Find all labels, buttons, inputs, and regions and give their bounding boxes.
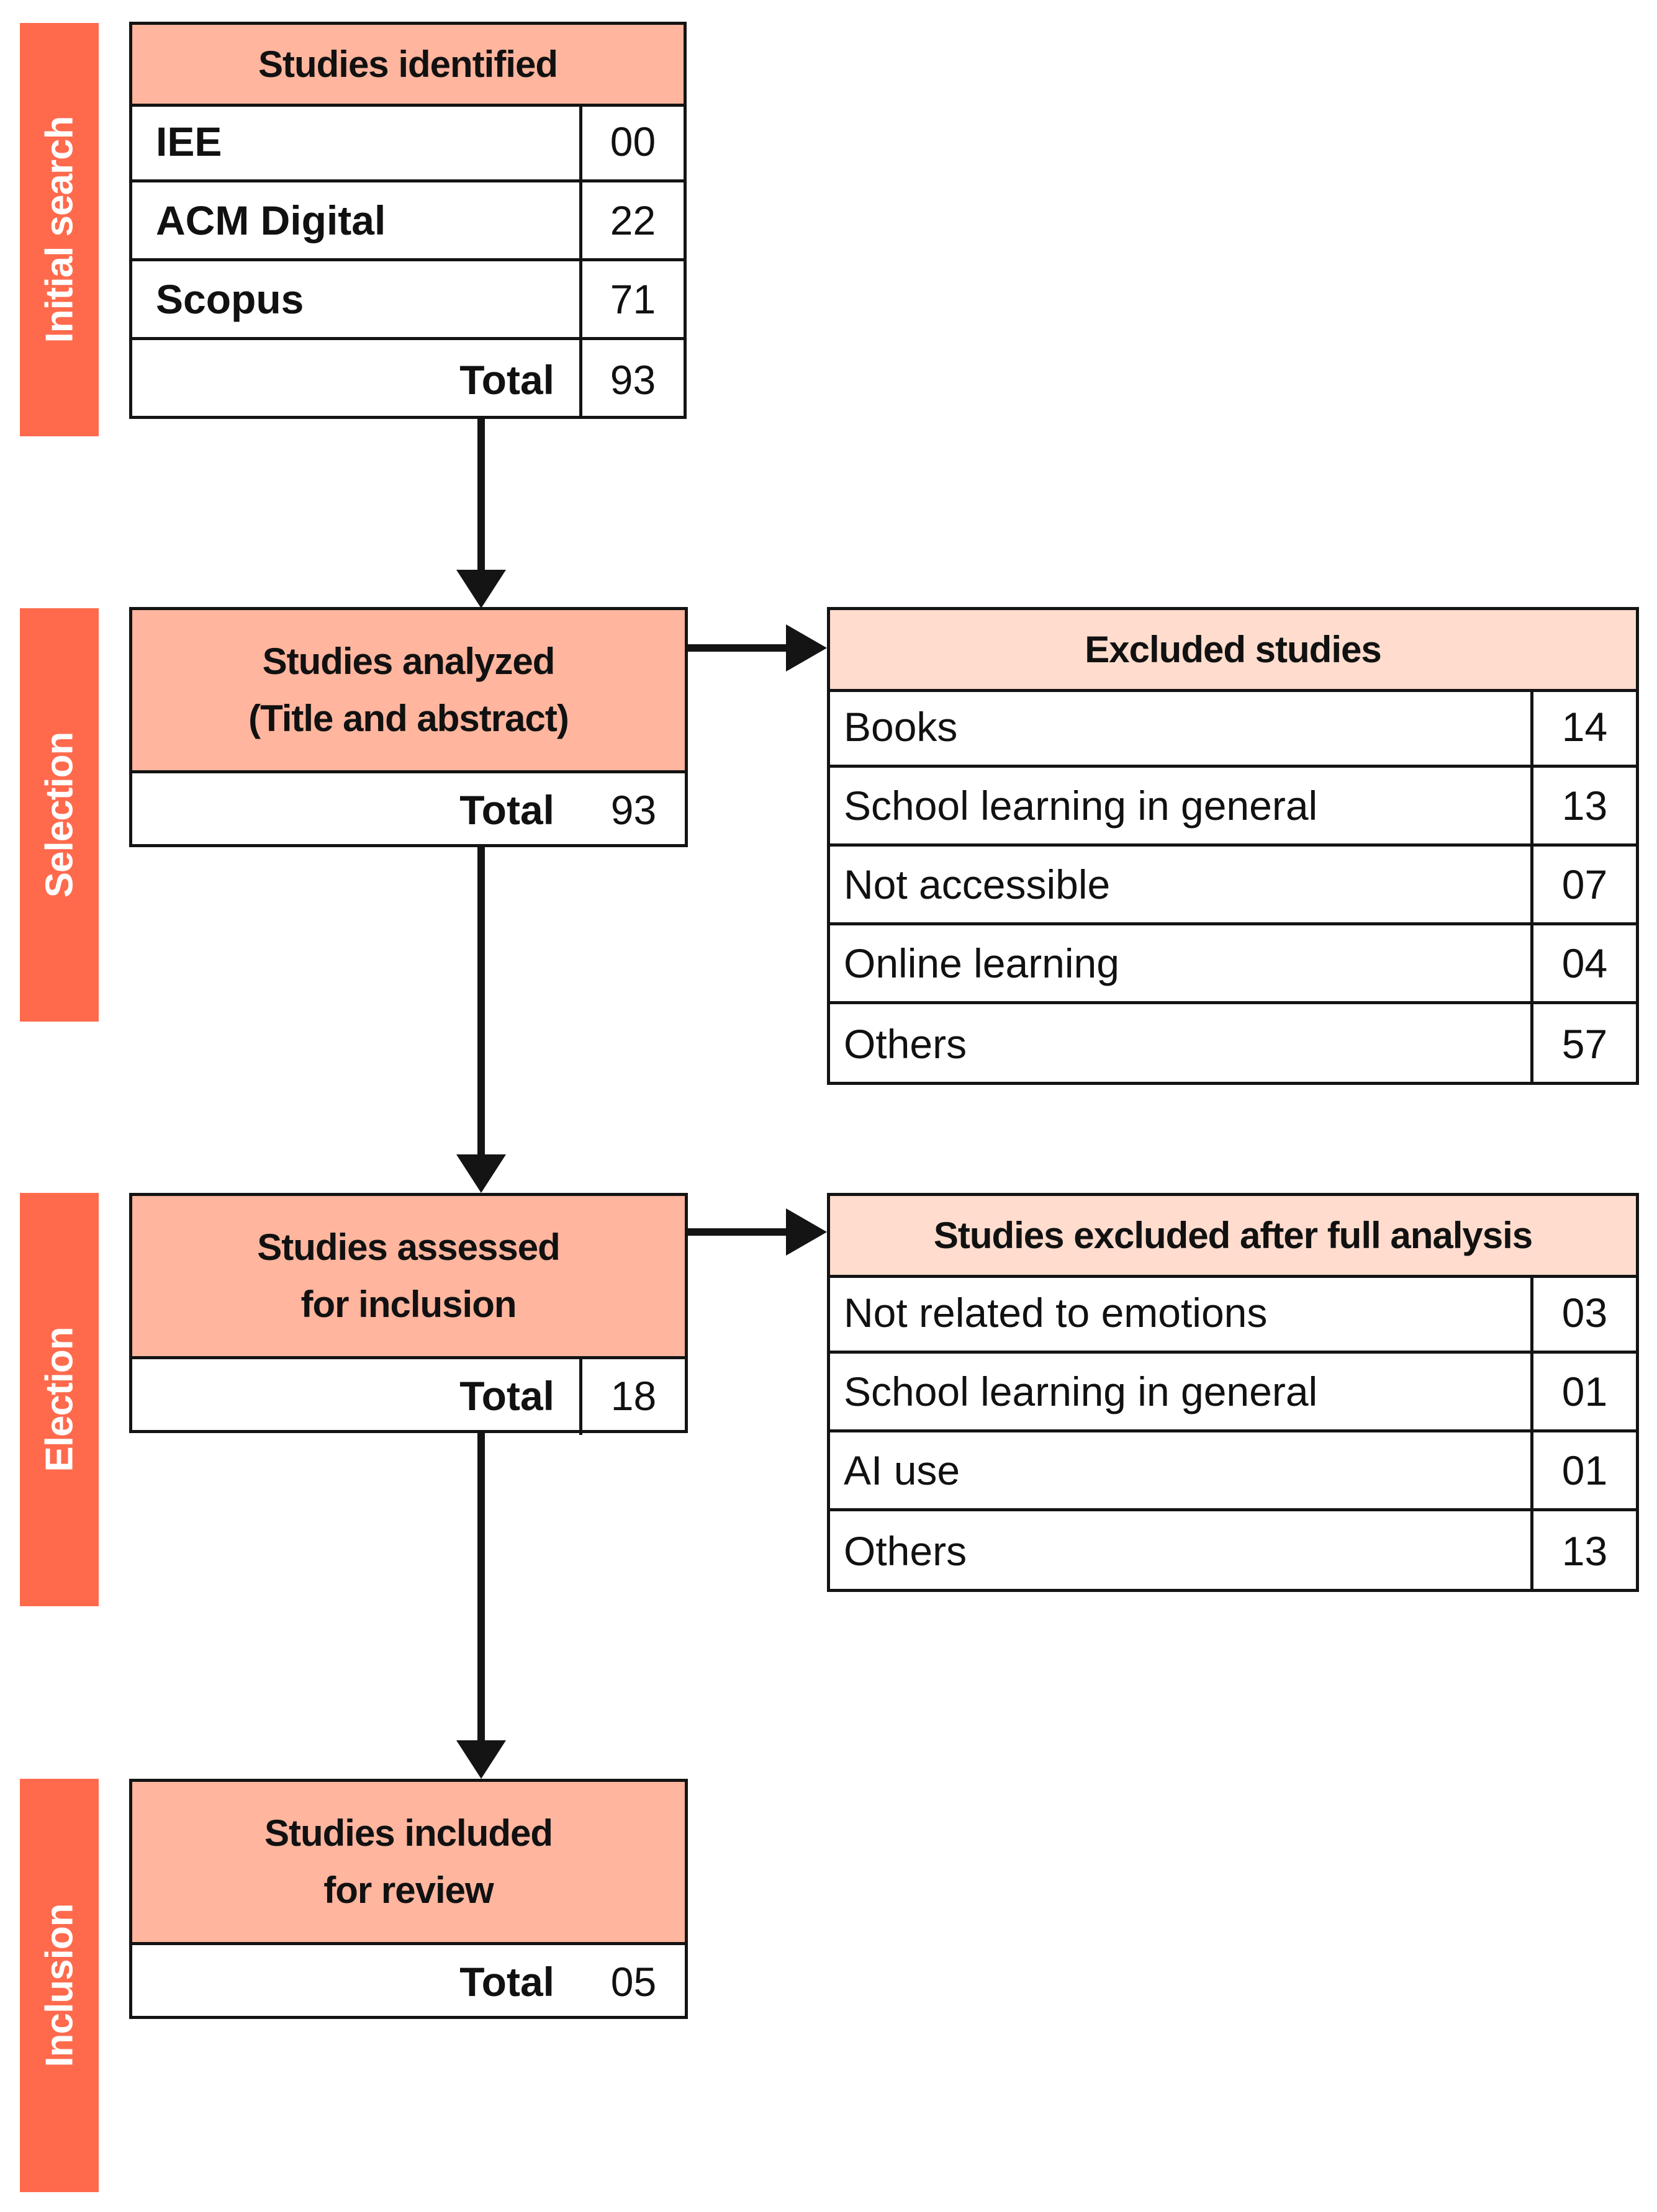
reason-label: Others xyxy=(844,1527,967,1574)
reason-count: 03 xyxy=(1561,1290,1608,1336)
reason-label: School learning in general xyxy=(844,783,1318,829)
table-row: Online learning 04 xyxy=(830,925,1636,1004)
reason-label: Books xyxy=(844,704,958,750)
source-count: 00 xyxy=(610,119,656,164)
arrow-head-down xyxy=(456,1154,506,1193)
reason-count: 01 xyxy=(1561,1447,1608,1493)
studies-identified-box: Studies identified IEE 00 ACM Digital 22… xyxy=(129,22,687,419)
source-count: 22 xyxy=(610,197,656,243)
studies-analyzed-header: Studies analyzed (Title and abstract) xyxy=(132,610,685,773)
reason-count: 13 xyxy=(1561,1527,1608,1574)
total-label: Total xyxy=(459,1372,554,1419)
studies-included-box: Studies included for review Total 05 xyxy=(129,1779,688,2019)
table-row: ACM Digital 22 xyxy=(132,182,684,261)
column-divider xyxy=(1530,1511,1533,1590)
reason-label: Not related to emotions xyxy=(844,1290,1268,1336)
column-divider xyxy=(1530,768,1533,843)
table-row: Not related to emotions 03 xyxy=(830,1275,1636,1354)
column-divider xyxy=(579,182,582,258)
column-divider xyxy=(1530,847,1533,922)
table-row: Not accessible 07 xyxy=(830,847,1636,925)
arrow-head-right xyxy=(786,624,827,672)
total-row: Total 93 xyxy=(132,770,685,849)
table-row: School learning in general 13 xyxy=(830,768,1636,847)
column-divider xyxy=(1530,1432,1533,1508)
table-row: Scopus 71 xyxy=(132,261,684,340)
excluded-studies-header: Excluded studies xyxy=(830,610,1636,692)
studies-identified-header: Studies identified xyxy=(132,25,684,107)
header-title: Excluded studies xyxy=(1085,628,1381,670)
studies-assessed-box: Studies assessed for inclusion Total 18 xyxy=(129,1193,688,1435)
excluded-after-full-analysis-header: Studies excluded after full analysis xyxy=(830,1196,1636,1278)
table-row: School learning in general 01 xyxy=(830,1354,1636,1432)
table-row: Others 57 xyxy=(830,1004,1636,1083)
reason-count: 07 xyxy=(1561,861,1608,907)
arrow-head-down xyxy=(456,570,506,608)
header-title-line: (Title and abstract) xyxy=(248,698,569,739)
total-label: Total xyxy=(459,1958,554,2005)
column-divider xyxy=(1530,689,1533,765)
source-count: 71 xyxy=(610,276,656,322)
column-divider xyxy=(579,104,582,179)
header-title-line: for inclusion xyxy=(300,1284,517,1325)
reason-label: AI use xyxy=(844,1447,960,1493)
column-divider xyxy=(1530,1004,1533,1083)
total-row: Total 05 xyxy=(132,1942,685,2021)
arrow-head-right xyxy=(786,1208,827,1256)
stage-initial-search: Initial search xyxy=(20,23,99,436)
total-value: 93 xyxy=(610,786,657,833)
header-title-line: for review xyxy=(323,1869,494,1911)
column-divider xyxy=(1530,925,1533,1001)
reason-count: 04 xyxy=(1561,940,1608,986)
header-title-line: Studies analyzed xyxy=(262,641,556,682)
total-label: Total xyxy=(459,356,554,403)
total-label: Total xyxy=(459,786,554,833)
studies-included-header: Studies included for review xyxy=(132,1782,685,1945)
reason-label: Not accessible xyxy=(844,861,1111,907)
table-row: IEE 00 xyxy=(132,104,684,182)
stage-selection: Selection xyxy=(20,608,99,1022)
column-divider xyxy=(579,261,582,337)
column-divider xyxy=(579,340,582,419)
column-divider xyxy=(1530,1354,1533,1429)
source-label: ACM Digital xyxy=(156,197,386,243)
excluded-after-full-analysis-box: Studies excluded after full analysis Not… xyxy=(827,1193,1639,1592)
total-value: 93 xyxy=(610,356,656,403)
table-row: Others 13 xyxy=(830,1511,1636,1590)
total-row: Total 18 xyxy=(132,1356,685,1435)
reason-label: Online learning xyxy=(844,940,1119,986)
header-title: Studies identified xyxy=(258,43,558,85)
header-title-line: Studies included xyxy=(264,1812,553,1854)
reason-count: 14 xyxy=(1561,704,1608,750)
header-title: Studies excluded after full analysis xyxy=(933,1214,1533,1256)
reason-label: School learning in general xyxy=(844,1369,1318,1414)
excluded-studies-box: Excluded studies Books 14 School learnin… xyxy=(827,607,1639,1085)
reason-count: 57 xyxy=(1561,1020,1608,1067)
column-divider xyxy=(1530,1275,1533,1351)
column-divider xyxy=(579,1356,582,1435)
source-label: IEE xyxy=(156,119,222,164)
total-row: Total 93 xyxy=(132,340,684,419)
reason-label: Others xyxy=(844,1020,967,1067)
header-title-line: Studies assessed xyxy=(257,1226,561,1268)
stage-election: Election xyxy=(20,1193,99,1606)
studies-analyzed-box: Studies analyzed (Title and abstract) To… xyxy=(129,607,688,847)
studies-assessed-header: Studies assessed for inclusion xyxy=(132,1196,685,1359)
stage-inclusion: Inclusion xyxy=(20,1779,99,2192)
reason-count: 13 xyxy=(1561,783,1608,829)
total-value: 05 xyxy=(610,1958,657,2005)
total-value: 18 xyxy=(610,1372,657,1419)
table-row: Books 14 xyxy=(830,689,1636,768)
source-label: Scopus xyxy=(156,276,304,322)
arrow-head-down xyxy=(456,1740,506,1779)
table-row: AI use 01 xyxy=(830,1432,1636,1511)
reason-count: 01 xyxy=(1561,1369,1608,1414)
